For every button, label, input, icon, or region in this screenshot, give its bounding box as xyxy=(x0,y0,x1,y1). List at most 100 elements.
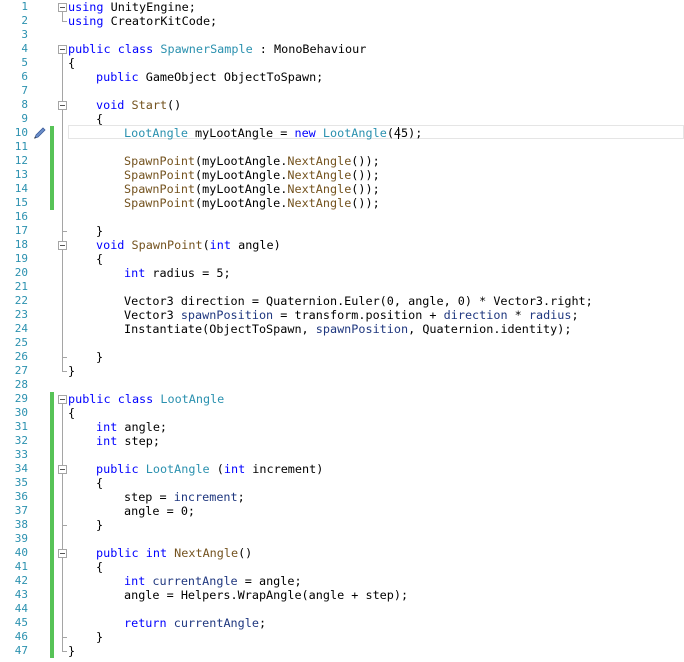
code-token: void xyxy=(96,238,125,252)
code-text[interactable]: } xyxy=(68,644,75,658)
code-text[interactable]: { xyxy=(68,56,75,70)
code-text[interactable]: using CreatorKitCode; xyxy=(68,14,217,28)
code-text[interactable]: int currentAngle = angle; xyxy=(124,574,302,588)
code-text[interactable]: SpawnPoint(myLootAngle.NextAngle()); xyxy=(124,196,380,210)
code-line[interactable]: 33 xyxy=(0,448,684,462)
code-text[interactable]: { xyxy=(96,560,103,574)
code-line[interactable]: 46} xyxy=(0,630,684,644)
code-text[interactable]: public class SpawnerSample : MonoBehavio… xyxy=(68,42,366,56)
code-text[interactable]: return currentAngle; xyxy=(124,616,266,630)
code-text[interactable]: { xyxy=(96,252,103,266)
code-line[interactable]: 9{ xyxy=(0,112,684,126)
code-text[interactable]: SpawnPoint(myLootAngle.NextAngle()); xyxy=(124,154,380,168)
saved-change-bar xyxy=(50,602,54,616)
code-token: angle; xyxy=(117,420,168,434)
code-text[interactable]: Vector3 spawnPosition = transform.positi… xyxy=(124,308,579,322)
code-line[interactable]: 35{ xyxy=(0,476,684,490)
code-line[interactable]: 30{ xyxy=(0,406,684,420)
code-line[interactable]: 21 xyxy=(0,280,684,294)
collapse-toggle-icon[interactable] xyxy=(58,3,67,12)
pencil-edit-icon[interactable] xyxy=(33,127,47,139)
code-text[interactable]: step = increment; xyxy=(124,490,245,504)
code-line[interactable]: 3 xyxy=(0,28,684,42)
code-line[interactable]: 27} xyxy=(0,364,684,378)
code-text[interactable]: public GameObject ObjectToSpawn; xyxy=(96,70,323,84)
code-text[interactable]: LootAngle myLootAngle = new LootAngle(45… xyxy=(124,126,422,140)
code-text[interactable]: angle = Helpers.WrapAngle(angle + step); xyxy=(124,588,408,602)
code-text[interactable]: } xyxy=(96,350,103,364)
code-line[interactable]: 11 xyxy=(0,140,684,154)
code-line[interactable]: 41{ xyxy=(0,560,684,574)
code-line[interactable]: 28 xyxy=(0,378,684,392)
code-text[interactable]: SpawnPoint(myLootAngle.NextAngle()); xyxy=(124,182,380,196)
code-text[interactable]: public LootAngle (int increment) xyxy=(96,462,323,476)
code-text[interactable]: int step; xyxy=(96,434,160,448)
code-line[interactable]: 5{ xyxy=(0,56,684,70)
code-line[interactable]: 17} xyxy=(0,224,684,238)
code-line[interactable]: 19{ xyxy=(0,252,684,266)
code-line[interactable]: 44 xyxy=(0,602,684,616)
code-line[interactable]: 16 xyxy=(0,210,684,224)
collapse-toggle-icon[interactable] xyxy=(58,549,67,558)
collapse-toggle-icon[interactable] xyxy=(58,465,67,474)
code-text[interactable]: int radius = 5; xyxy=(124,266,231,280)
code-token: , Quaternion.identity); xyxy=(408,322,572,336)
code-token: public xyxy=(68,42,111,56)
collapse-toggle-icon[interactable] xyxy=(58,45,67,54)
code-line[interactable]: 39 xyxy=(0,532,684,546)
code-line[interactable]: 7 xyxy=(0,84,684,98)
code-text[interactable]: { xyxy=(96,112,103,126)
collapse-toggle-icon[interactable] xyxy=(58,241,67,250)
saved-change-bar xyxy=(50,406,54,420)
code-text[interactable]: public class LootAngle xyxy=(68,392,224,406)
code-text[interactable]: } xyxy=(96,630,103,644)
code-text[interactable]: } xyxy=(96,518,103,532)
code-text[interactable]: { xyxy=(68,406,75,420)
collapse-toggle-icon[interactable] xyxy=(58,395,67,404)
line-number: 5 xyxy=(21,56,28,69)
code-line[interactable]: 25 xyxy=(0,336,684,350)
code-text[interactable]: void SpawnPoint(int angle) xyxy=(96,238,281,252)
code-text[interactable]: int angle; xyxy=(96,420,167,434)
code-text[interactable]: public int NextAngle() xyxy=(96,546,252,560)
code-text[interactable]: void Start() xyxy=(96,98,181,112)
code-line[interactable]: 26} xyxy=(0,350,684,364)
code-line[interactable]: 47} xyxy=(0,644,684,658)
code-text[interactable]: Vector3 direction = Quaternion.Euler(0, … xyxy=(124,294,593,308)
code-text[interactable]: } xyxy=(68,364,75,378)
collapse-toggle-icon[interactable] xyxy=(58,101,67,110)
code-text[interactable]: Instantiate(ObjectToSpawn, spawnPosition… xyxy=(124,322,571,336)
code-text[interactable]: using UnityEngine; xyxy=(68,0,196,14)
code-text[interactable]: SpawnPoint(myLootAngle.NextAngle()); xyxy=(124,168,380,182)
code-line[interactable]: 38} xyxy=(0,518,684,532)
code-text[interactable]: { xyxy=(96,476,103,490)
code-text[interactable]: angle = 0; xyxy=(124,504,195,518)
code-text[interactable]: } xyxy=(96,224,103,238)
